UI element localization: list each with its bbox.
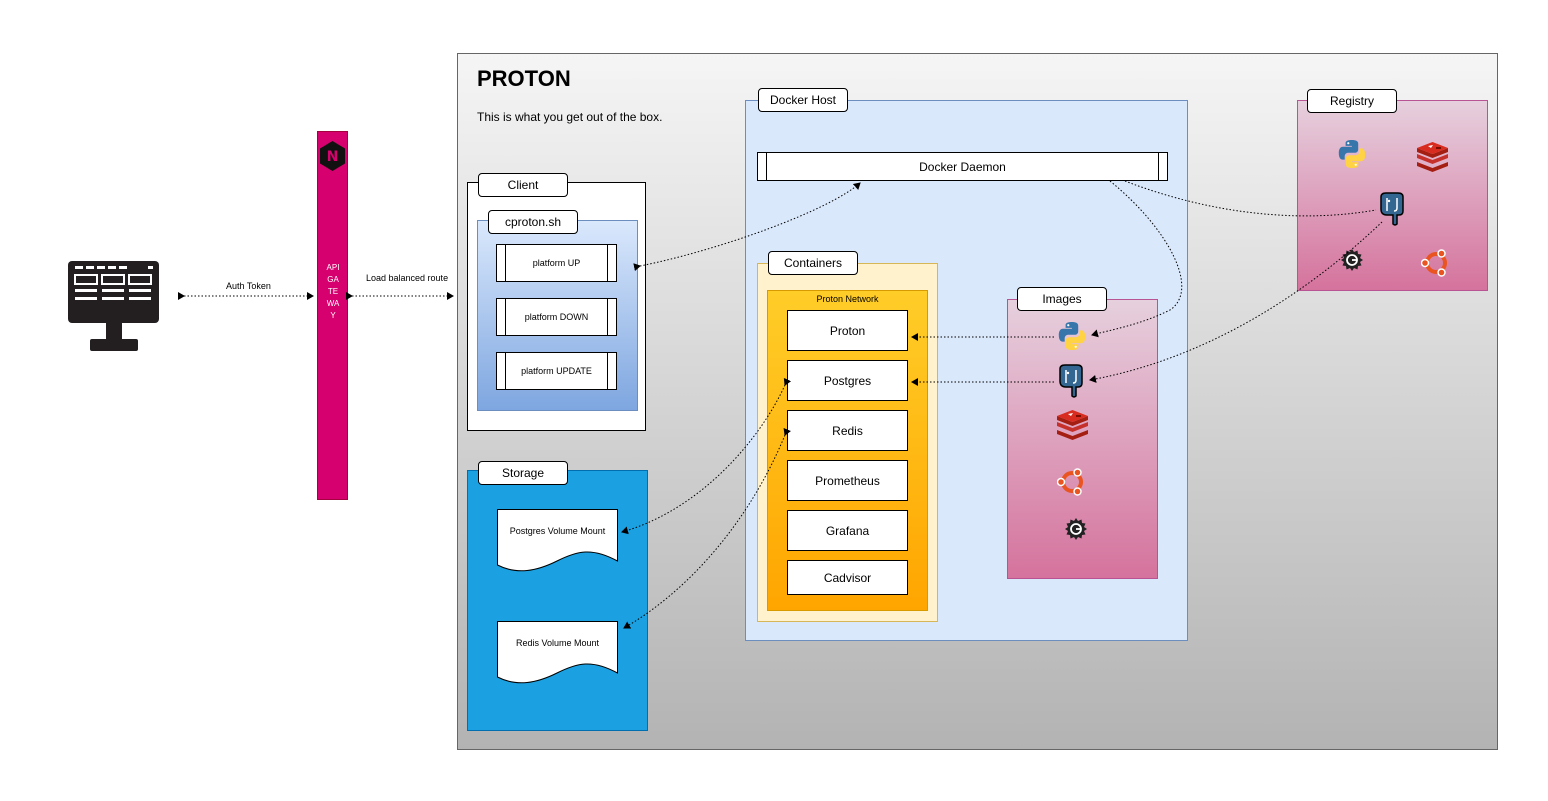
page-subtitle: This is what you get out of the box. — [477, 110, 663, 124]
docker-daemon: Docker Daemon — [757, 152, 1168, 181]
images-label: Images — [1017, 287, 1107, 311]
container-proton: Proton — [787, 310, 908, 351]
edge-daemon-registry — [1124, 180, 1377, 217]
grafana-icon — [1064, 517, 1088, 541]
svg-text:N: N — [327, 149, 339, 165]
storage-label: Storage — [478, 461, 568, 485]
container-grafana: Grafana — [787, 510, 908, 551]
monitor-icon — [68, 261, 159, 351]
api-gateway — [317, 131, 348, 500]
cproton-label: cproton.sh — [488, 210, 578, 234]
client-label: Client — [478, 173, 568, 197]
registry-label: Registry — [1307, 89, 1397, 113]
load-balanced-label: Load balanced route — [366, 273, 449, 283]
auth-token-label: Auth Token — [226, 281, 271, 291]
python-icon — [1336, 138, 1368, 170]
platform-up-command: platform UP — [496, 244, 617, 282]
python-icon — [1056, 320, 1088, 352]
postgres-icon — [1056, 363, 1086, 399]
container-cadvisor: Cadvisor — [787, 560, 908, 595]
ubuntu-icon — [1420, 248, 1451, 278]
container-redis: Redis — [787, 410, 908, 451]
container-postgres: Postgres — [787, 360, 908, 401]
container-prometheus: Prometheus — [787, 460, 908, 501]
ubuntu-icon — [1056, 467, 1087, 497]
edge-daemon-images — [1091, 180, 1183, 338]
redis-volume-mount: Redis Volume Mount — [497, 621, 618, 685]
gateway-label: API GATEWAY — [326, 263, 340, 320]
page-title: PROTON — [477, 66, 571, 91]
redis-icon — [1416, 140, 1449, 172]
postgres-volume-mount: Postgres Volume Mount — [497, 509, 618, 573]
redis-icon — [1056, 408, 1089, 440]
platform-update-command: platform UPDATE — [496, 352, 617, 390]
edge-postgres-volume — [621, 377, 792, 535]
proton-network-label: Proton Network — [816, 294, 879, 304]
edge-client-daemon — [633, 182, 861, 272]
edge-registry-images — [1089, 221, 1383, 383]
platform-down-command: platform DOWN — [496, 298, 617, 336]
postgres-icon — [1377, 191, 1407, 227]
edge-redis-volume — [623, 427, 791, 629]
nginx-icon: N — [318, 140, 347, 172]
client-monitor — [68, 261, 160, 353]
docker-host-label: Docker Host — [758, 88, 848, 112]
grafana-icon — [1340, 248, 1364, 272]
